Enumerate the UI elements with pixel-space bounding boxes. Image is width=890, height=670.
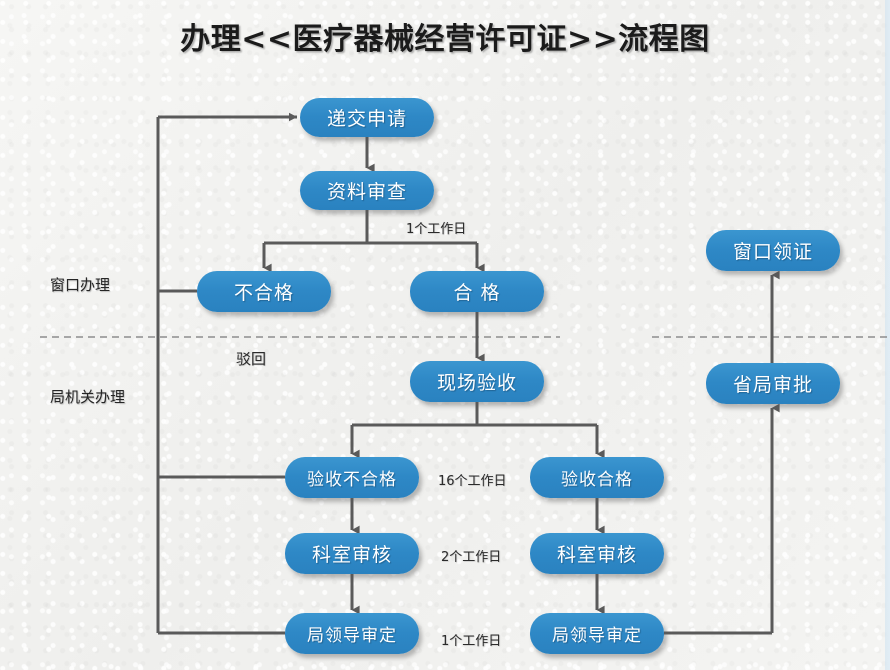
edge-label-leader-days: 1个工作日 [441,634,502,649]
right-edge-strip [885,0,890,670]
node-leader-approval-left[interactable]: 局领导审定 [285,613,419,654]
node-inspection-pass[interactable]: 验收合格 [530,457,664,498]
node-submit[interactable]: 递交申请 [300,98,434,137]
node-inspection-fail[interactable]: 验收不合格 [285,457,419,498]
edge-label-inspection-days: 16个工作日 [438,474,507,489]
node-certificate-pickup[interactable]: 窗口领证 [706,230,840,271]
page-title: 办理<<医疗器械经营许可证>>流程图 [180,22,710,57]
node-dept-review-left[interactable]: 科室审核 [285,533,419,574]
edge-label-dept-days: 2个工作日 [441,550,502,565]
node-dept-review-right-label: 科室审核 [556,544,637,566]
node-certificate-pickup-label: 窗口领证 [732,241,813,263]
node-leader-approval-right[interactable]: 局领导审定 [530,613,664,654]
stage-label-window: 窗口办理 [50,276,111,294]
node-doc-review[interactable]: 资料审查 [300,171,434,210]
node-inspection-pass-label: 验收合格 [561,470,633,490]
edge-label-doc-review-days: 1个工作日 [406,222,467,237]
node-leader-approval-left-label: 局领导审定 [307,626,397,646]
node-provincial-approval[interactable]: 省局审批 [706,363,840,404]
node-provincial-approval-label: 省局审批 [732,374,813,396]
node-submit-label: 递交申请 [326,108,407,130]
node-onsite-inspection[interactable]: 现场验收 [410,361,544,402]
node-dept-review-right[interactable]: 科室审核 [530,533,664,574]
node-inspection-fail-label: 验收不合格 [307,470,397,490]
node-onsite-inspection-label: 现场验收 [436,372,517,394]
node-leader-approval-right-label: 局领导审定 [552,626,642,646]
node-fail[interactable]: 不合格 [197,271,331,312]
node-fail-label: 不合格 [233,282,294,304]
node-dept-review-left-label: 科室审核 [311,544,392,566]
stage-label-bureau: 局机关办理 [50,388,126,406]
node-pass-label: 合 格 [453,282,501,304]
edge-label-reject: 驳回 [236,350,267,368]
node-doc-review-label: 资料审查 [326,181,407,203]
node-pass[interactable]: 合 格 [410,271,544,312]
